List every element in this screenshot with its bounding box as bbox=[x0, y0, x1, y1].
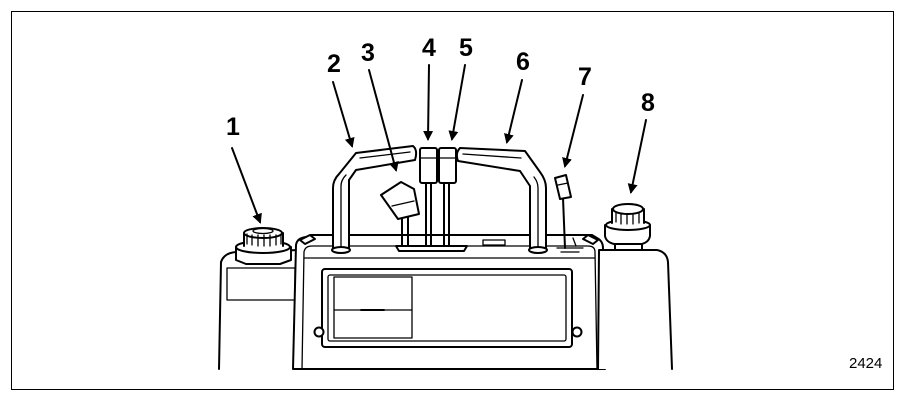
figure-border bbox=[11, 11, 894, 390]
callout-5: 5 bbox=[459, 34, 473, 62]
lever-3 bbox=[380, 181, 420, 246]
cap-1 bbox=[235, 227, 292, 265]
callout-2: 2 bbox=[327, 50, 341, 78]
lever-5 bbox=[438, 147, 457, 249]
lever-2 bbox=[331, 145, 418, 254]
left-side-module bbox=[218, 249, 303, 370]
left-corner-cap bbox=[299, 234, 316, 245]
right-side-module bbox=[597, 249, 673, 370]
callout-4: 4 bbox=[422, 34, 436, 62]
callout-1: 1 bbox=[226, 113, 240, 141]
figure-number: 2424 bbox=[849, 355, 882, 372]
callout-6: 6 bbox=[516, 48, 530, 76]
lever-base-slot bbox=[395, 245, 468, 252]
callout-7: 7 bbox=[578, 63, 592, 91]
right-corner-cap bbox=[582, 234, 599, 245]
lever-4 bbox=[419, 147, 438, 249]
callout-3: 3 bbox=[361, 39, 375, 67]
leader-lines bbox=[231, 64, 647, 224]
callout-8: 8 bbox=[641, 89, 655, 117]
lever-6 bbox=[455, 147, 548, 254]
center-housing bbox=[292, 234, 606, 370]
cap-8 bbox=[604, 203, 651, 251]
lever-7 bbox=[554, 174, 584, 253]
